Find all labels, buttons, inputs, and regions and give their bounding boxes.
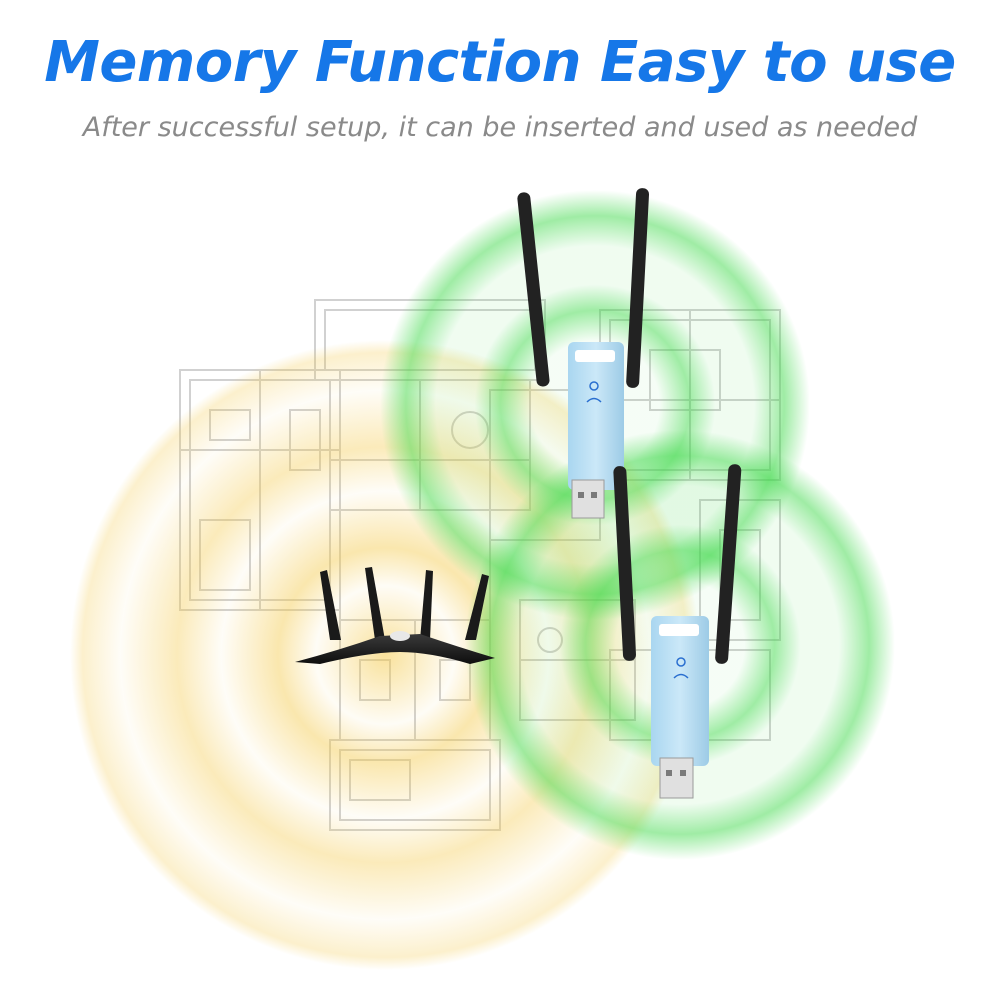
usb-wifi-extender-1 [517,188,650,519]
power-icon [676,657,686,667]
wifi-icon [673,673,689,679]
router-device [295,567,495,664]
usb-wifi-extender-2 [613,464,742,799]
power-icon [589,381,599,391]
page-title: Memory Function Easy to use [44,30,956,95]
wifi-icon [586,397,602,403]
page-subtitle: After successful setup, it can be insert… [82,112,918,143]
